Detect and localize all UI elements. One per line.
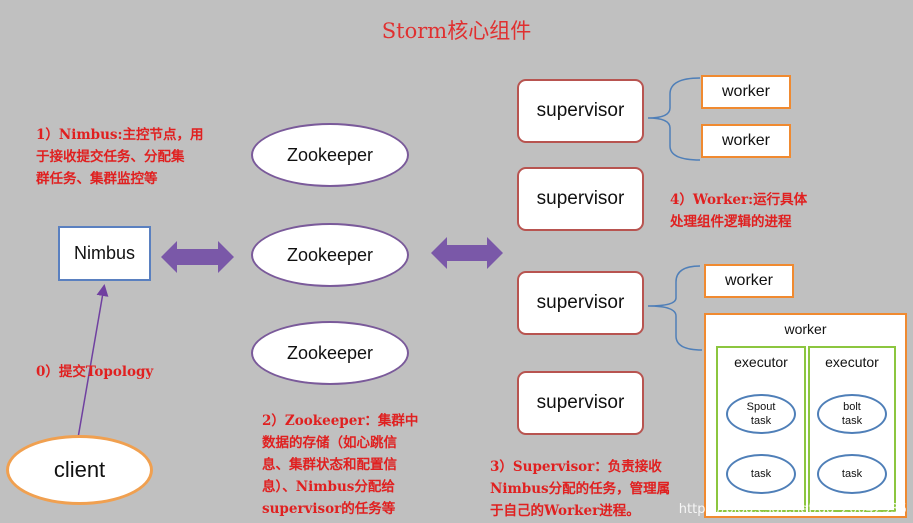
worker-node: worker	[704, 264, 794, 298]
zookeeper-node: Zookeeper	[251, 223, 409, 287]
zookeeper-supervisor-double-arrow	[431, 237, 503, 269]
note-zookeeper-line: 2）Zookeeper：集群中	[262, 413, 419, 429]
worker-detail: worker executor Spout task task executor…	[704, 313, 907, 518]
executor-label: executor	[734, 354, 788, 370]
executor-spout: executor Spout task task	[716, 346, 806, 512]
supervisor-node: supervisor	[517, 371, 644, 435]
note-zookeeper-line: 息）、Nimbus分配给	[262, 479, 395, 495]
executor-label: executor	[825, 354, 879, 370]
note-zookeeper-line: 息、集群状态和配置信	[262, 457, 397, 473]
note-nimbus-line: 群任务、集群监控等	[36, 171, 158, 187]
supervisor-node: supervisor	[517, 79, 644, 143]
task-line: bolt	[843, 401, 861, 413]
note-nimbus-line: 1）Nimbus:主控节点，用	[36, 127, 204, 143]
note-supervisor: 3）Supervisor：负责接收 Nimbus分配的任务，管理属 于自己的Wo…	[490, 456, 670, 522]
note-supervisor-line: Nimbus分配的任务，管理属	[490, 481, 671, 497]
supervisor-node: supervisor	[517, 167, 644, 231]
watermark: https://blog.csdn.net/qq_20042935	[678, 502, 907, 517]
submit-arrow	[77, 284, 109, 439]
client-node: client	[6, 435, 153, 505]
task-line: task	[841, 415, 863, 427]
task-line: Spout	[746, 401, 776, 413]
note-zookeeper-line: 数据的存储（如心跳信	[262, 435, 397, 451]
zookeeper-node: Zookeeper	[251, 123, 409, 187]
note-supervisor-line: 3）Supervisor：负责接收	[490, 459, 662, 475]
supervisor3-worker-brace	[647, 265, 703, 351]
task: task	[817, 454, 887, 494]
note-nimbus-line: 于接收提交任务、分配集	[36, 149, 185, 165]
zookeeper-node: Zookeeper	[251, 321, 409, 385]
diagram-title: Storm核心组件	[381, 19, 532, 43]
bolt-task: bolt task	[817, 394, 887, 434]
note-zookeeper-line: supervisor的任务等	[262, 501, 396, 517]
supervisor-node: supervisor	[517, 271, 644, 335]
task: task	[726, 454, 796, 494]
worker-node: worker	[701, 75, 791, 109]
note-worker-line: 处理组件逻辑的进程	[670, 214, 792, 230]
note-zookeeper: 2）Zookeeper：集群中 数据的存储（如心跳信 息、集群状态和配置信 息）…	[262, 410, 418, 520]
nimbus-zookeeper-double-arrow	[161, 241, 234, 273]
worker-detail-label: worker	[784, 321, 827, 337]
task-line: task	[750, 415, 772, 427]
note-submit-topology: 0）提交Topology	[36, 364, 154, 380]
supervisor1-worker-brace	[647, 77, 701, 161]
spout-task: Spout task	[726, 394, 796, 434]
note-worker-line: 4）Worker:运行具体	[670, 192, 808, 208]
worker-node: worker	[701, 124, 791, 158]
nimbus-node: Nimbus	[58, 226, 151, 281]
note-nimbus: 1）Nimbus:主控节点，用 于接收提交任务、分配集 群任务、集群监控等	[36, 124, 203, 190]
executor-bolt: executor bolt task task	[808, 346, 896, 512]
note-supervisor-line: 于自己的Worker进程。	[490, 503, 640, 519]
note-worker: 4）Worker:运行具体 处理组件逻辑的进程	[670, 189, 807, 233]
